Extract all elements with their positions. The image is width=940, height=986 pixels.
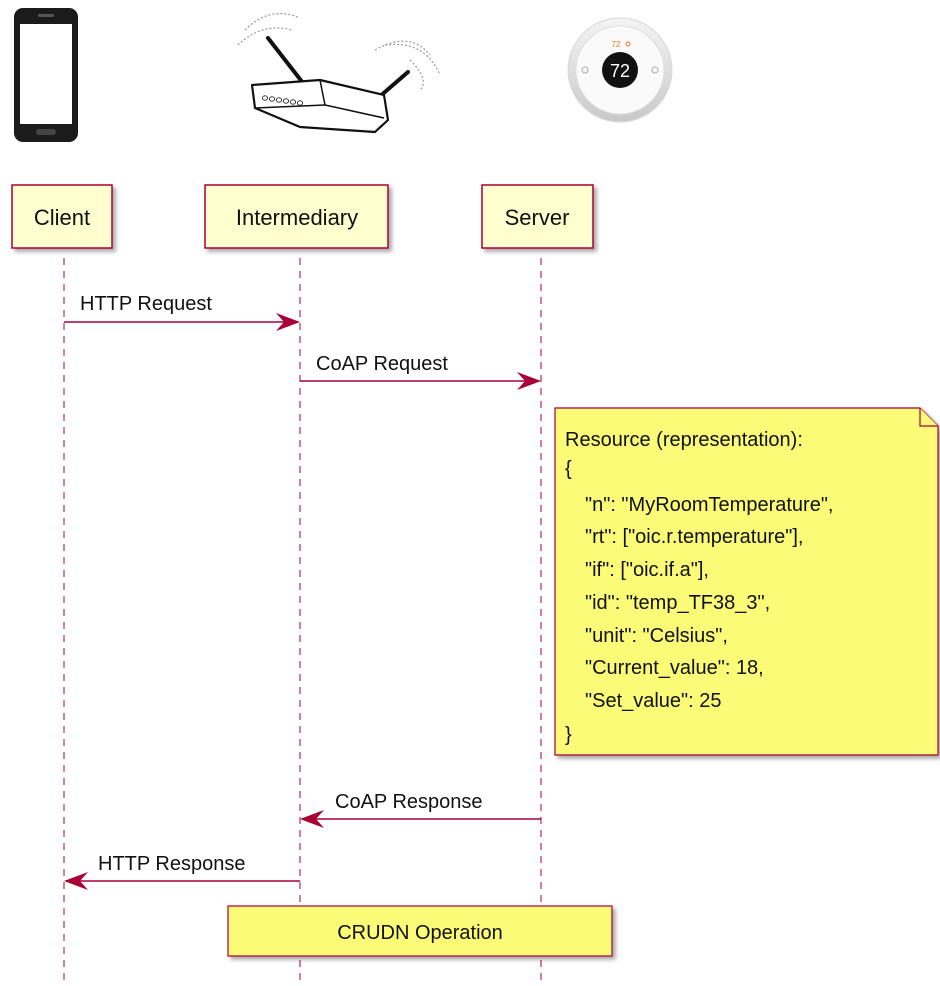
note-line: "if": ["oic.if.a"], <box>585 559 709 581</box>
smartphone-icon <box>14 8 78 142</box>
message-label: CoAP Response <box>335 791 483 813</box>
message-coap-request: CoAP Request <box>300 353 541 390</box>
thermostat-setpoint: 72 <box>612 40 621 49</box>
message-http-request: HTTP Request <box>64 293 300 331</box>
participant-server: Server <box>481 184 594 249</box>
arrowhead-icon <box>64 872 88 890</box>
note-line: Resource (representation): <box>565 429 803 451</box>
note-line: "unit": "Celsius", <box>585 625 728 647</box>
crudn-operation-box: CRUDN Operation <box>227 905 613 957</box>
note-line: "Current_value": 18, <box>585 657 764 679</box>
note-line: "id": "temp_TF38_3", <box>585 592 770 614</box>
participant-client: Client <box>11 184 113 249</box>
note-line: "rt": ["oic.r.temperature"], <box>585 526 803 548</box>
participant-intermediary: Intermediary <box>204 184 389 249</box>
note-line: { <box>565 458 572 480</box>
arrowhead-icon <box>300 810 324 828</box>
message-coap-response: CoAP Response <box>300 791 541 828</box>
resource-note: Resource (representation): { "n": "MyRoo… <box>554 407 939 756</box>
crudn-operation-label: CRUDN Operation <box>337 922 503 944</box>
note-line: "Set_value": 25 <box>585 690 722 712</box>
thermostat-icon: 72 72 <box>567 17 673 123</box>
participant-label: Server <box>505 205 570 230</box>
note-line: "n": "MyRoomTemperature", <box>585 494 833 516</box>
participant-label: Intermediary <box>236 205 358 230</box>
thermostat-temperature: 72 <box>610 61 630 81</box>
message-http-response: HTTP Response <box>64 853 300 890</box>
participant-label: Client <box>34 205 90 230</box>
message-label: HTTP Request <box>80 293 212 315</box>
arrowhead-icon <box>276 313 300 331</box>
arrowhead-icon <box>517 372 541 390</box>
message-label: CoAP Request <box>316 353 448 375</box>
note-line: } <box>565 724 572 746</box>
wifi-router-icon <box>237 12 441 134</box>
message-label: HTTP Response <box>98 853 245 875</box>
